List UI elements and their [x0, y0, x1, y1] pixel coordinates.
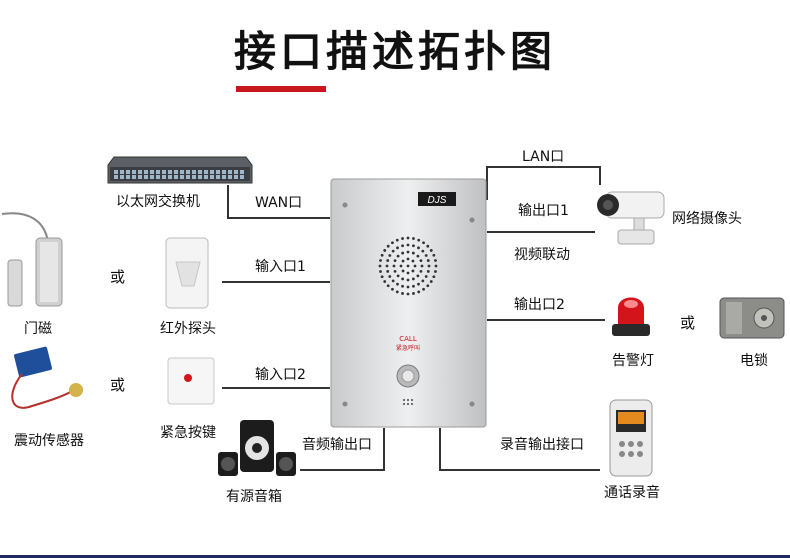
camera-image: [597, 191, 665, 245]
lan-line: [486, 166, 601, 200]
or-text-3: 或: [110, 376, 126, 394]
alarm-light-image: [612, 297, 650, 336]
input1-label: 输入口1: [255, 259, 306, 275]
vibration-label: 震动传感器: [14, 433, 84, 449]
call-sub-label: 紧急呼叫: [396, 344, 420, 352]
speaker-label: 有源音箱: [226, 489, 282, 505]
output1-label: 输出口1: [518, 203, 569, 219]
page-title: 接口描述拓扑图: [233, 27, 556, 76]
vibration-sensor-image: [11, 346, 83, 409]
record-out-label: 录音输出接口: [500, 437, 584, 453]
ethernet-switch-image: [107, 156, 253, 184]
wan-label: WAN口: [255, 195, 303, 211]
lock-label: 电锁: [740, 353, 768, 369]
intercom-panel: DJS CALL 紧急呼叫: [330, 178, 487, 428]
door-sensor-label: 门磁: [24, 321, 52, 337]
mic-holes: [403, 399, 413, 405]
input2-label: 输入口2: [255, 367, 306, 383]
switch-label: 以太网交换机: [116, 194, 200, 210]
lan-label: LAN口: [522, 149, 565, 165]
pir-label: 红外探头: [160, 321, 216, 337]
record-out-line: [439, 428, 600, 471]
recorder-label: 通话录音: [604, 485, 660, 501]
emergency-button-label: 紧急按键: [160, 425, 216, 441]
or-text-1: 或: [110, 268, 126, 286]
audio-out-label: 音频输出口: [302, 437, 372, 453]
camera-label: 网络摄像头: [672, 211, 742, 227]
bottom-bar: [0, 555, 790, 558]
electric-lock-image: [719, 297, 785, 339]
speaker-grille: [378, 236, 438, 296]
brand-plate: [418, 192, 456, 206]
audio-out-line: [300, 428, 385, 471]
brand-text: DJS: [428, 195, 447, 206]
video-link-label: 视频联动: [514, 247, 570, 263]
speaker-image: [218, 420, 296, 476]
pir-image: [165, 237, 209, 309]
recorder-image: [609, 399, 653, 477]
wan-line: [227, 185, 330, 219]
title-underline: [236, 86, 326, 92]
or-text-2: 或: [680, 314, 696, 332]
door-sensor-image: [1, 212, 63, 307]
output2-label: 输出口2: [514, 297, 565, 313]
emergency-button-image: [167, 357, 215, 405]
alarm-light-label: 告警灯: [612, 353, 654, 369]
call-label: CALL: [399, 335, 417, 343]
